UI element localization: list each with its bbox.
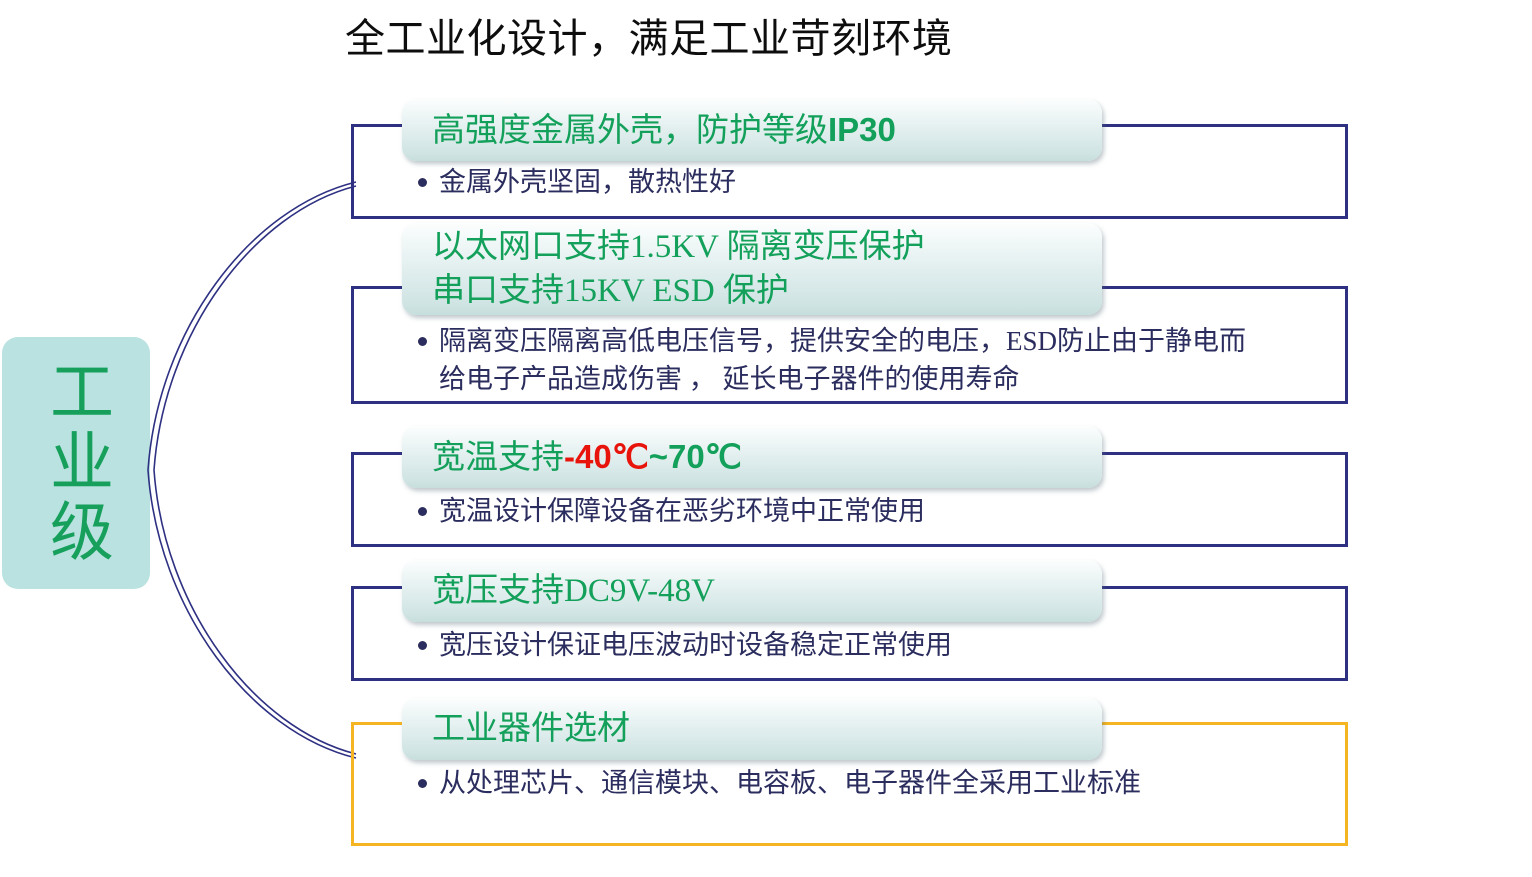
industrial-grade-badge-label: 工业级	[41, 358, 112, 568]
connector-brace-icon	[147, 181, 357, 759]
feature-card-3-temp-low: -40℃	[564, 437, 649, 475]
feature-card-2-header-line-1: 以太网口支持1.5KV 隔离变压保护	[432, 229, 925, 265]
feature-card-1-header-code: IP30	[828, 110, 896, 148]
feature-card-4-header-text: 宽压支持DC9V-48V	[432, 569, 1102, 613]
bullet-dot-icon	[418, 337, 427, 346]
feature-card-1-header-text: 高强度金属外壳，防护等级IP30	[432, 108, 1102, 153]
feature-card-3-header-text: 宽温支持-40℃~70℃	[432, 435, 1102, 480]
bullet-dot-icon	[418, 641, 427, 650]
feature-card-5-body: 从处理芯片、通信模块、电容板、电子器件全采用工业标准	[439, 768, 1141, 798]
feature-card-2-body-line-2: 给电子产品造成伤害 ， 延长电子器件的使用寿命	[439, 364, 1020, 394]
feature-card-1-header-cn: 高强度金属外壳，防护等级	[432, 112, 828, 149]
feature-card-2-header: 以太网口支持1.5KV 隔离变压保护 串口支持15KV ESD 保护	[402, 223, 1102, 315]
feature-card-4-header-cn: 宽压支持	[432, 573, 564, 609]
feature-card-2-header-line-2: 串口支持15KV ESD 保护	[432, 273, 789, 309]
bullet-dot-icon	[418, 178, 427, 187]
bullet-dot-icon	[418, 507, 427, 516]
feature-card-2-bullet: 隔离变压隔离高低电压信号，提供安全的电压，ESD防止由于静电而给电子产品造成伤害…	[418, 322, 1318, 398]
feature-card-4-bullet: 宽压设计保证电压波动时设备稳定正常使用	[418, 626, 1318, 664]
feature-card-3-bullet: 宽温设计保障设备在恶劣环境中正常使用	[418, 492, 1318, 530]
connector-brace	[130, 160, 380, 780]
page-title: 全工业化设计，满足工业苛刻环境	[345, 16, 953, 61]
industrial-grade-badge: 工业级	[2, 337, 150, 589]
feature-card-3-temp-high: 70℃	[668, 437, 742, 475]
feature-card-4-header-code: DC9V-48V	[564, 573, 715, 609]
feature-card-5-header-text: 工业器件选材	[432, 711, 630, 747]
feature-card-5-header: 工业器件选材	[402, 698, 1102, 760]
feature-card-2-body-line-1: 隔离变压隔离高低电压信号，提供安全的电压，ESD防止由于静电而	[439, 326, 1247, 356]
feature-card-3-body: 宽温设计保障设备在恶劣环境中正常使用	[439, 496, 925, 526]
feature-card-3-header: 宽温支持-40℃~70℃	[402, 426, 1102, 488]
feature-card-5-bullet: 从处理芯片、通信模块、电容板、电子器件全采用工业标准	[418, 764, 1318, 802]
feature-card-4-body: 宽压设计保证电压波动时设备稳定正常使用	[439, 630, 952, 660]
feature-card-4-header: 宽压支持DC9V-48V	[402, 560, 1102, 622]
feature-card-3-header-cn: 宽温支持	[432, 439, 564, 476]
feature-card-1-header: 高强度金属外壳，防护等级IP30	[402, 99, 1102, 161]
feature-card-1-body: 金属外壳坚固，散热性好	[439, 167, 736, 197]
feature-card-2-body: 隔离变压隔离高低电压信号，提供安全的电压，ESD防止由于静电而给电子产品造成伤害…	[439, 322, 1318, 398]
feature-card-3-temp-sep: ~	[648, 437, 669, 475]
bullet-dot-icon	[418, 779, 427, 788]
feature-card-1-bullet: 金属外壳坚固，散热性好	[418, 163, 1318, 201]
